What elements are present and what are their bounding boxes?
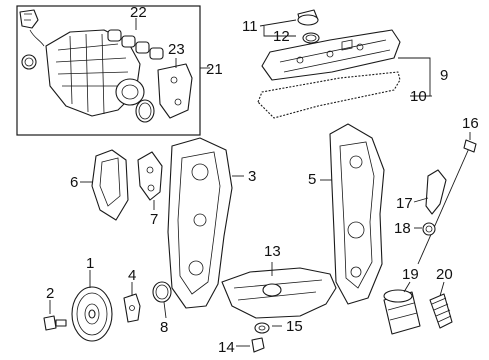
sensor-connector: [19, 9, 45, 47]
oil-filler-cap: [297, 9, 319, 26]
callout-22: 22: [130, 4, 147, 21]
filler-cap-gasket: [302, 32, 320, 44]
callout-21: 21: [206, 61, 223, 78]
crankshaft-seal: [152, 281, 172, 303]
callout-labels: 22 23 21 11 12 9 10 3 6 7 5 16 17 18 13 …: [46, 4, 479, 356]
valve-cover: [261, 29, 401, 81]
drain-plug: [251, 337, 265, 353]
oil-filter: [383, 289, 421, 335]
callout-8: 8: [160, 319, 168, 336]
leader-lines: [49, 18, 471, 347]
mounting-bracket: [137, 151, 163, 201]
callout-14: 14: [218, 339, 235, 356]
o-ring-18: [422, 222, 436, 236]
dipstick-tube-bracket: [425, 169, 447, 215]
intake-manifold: [45, 29, 145, 117]
intake-gasket-set: [107, 29, 164, 60]
callout-17: 17: [396, 195, 413, 212]
callout-15: 15: [286, 318, 303, 335]
callout-18: 18: [394, 220, 411, 237]
callout-20: 20: [436, 266, 453, 283]
front-cover: [329, 123, 385, 305]
callout-11: 11: [242, 18, 258, 35]
callout-4: 4: [128, 267, 136, 284]
timing-cover-gasket: [91, 149, 129, 221]
o-ring-small: [21, 54, 37, 70]
valve-cover-gasket: [257, 71, 401, 119]
timing-chain-tensioner: [123, 293, 141, 323]
callout-13: 13: [264, 243, 281, 260]
crankshaft-pulley: [71, 286, 113, 342]
pulley-bolt: [43, 315, 67, 331]
oil-pan: [221, 267, 337, 319]
callout-10: 10: [410, 88, 427, 105]
oil-filter-adapter: [429, 293, 453, 329]
callout-6: 6: [70, 174, 78, 191]
callout-5: 5: [308, 171, 316, 188]
callout-1: 1: [86, 255, 94, 272]
callout-3: 3: [248, 168, 256, 185]
manifold-bracket: [157, 63, 193, 119]
callout-7: 7: [150, 211, 158, 228]
drain-washer: [254, 322, 270, 334]
throttle-gasket-ring: [135, 99, 155, 123]
callout-12: 12: [273, 28, 290, 45]
callout-2: 2: [46, 285, 54, 302]
timing-cover: [167, 137, 233, 309]
intake-manifold-group-box: [16, 5, 201, 136]
callout-19: 19: [402, 266, 419, 283]
callout-9: 9: [440, 67, 448, 84]
callout-23: 23: [168, 41, 185, 58]
dipstick: [417, 139, 477, 265]
callout-16: 16: [462, 115, 479, 132]
